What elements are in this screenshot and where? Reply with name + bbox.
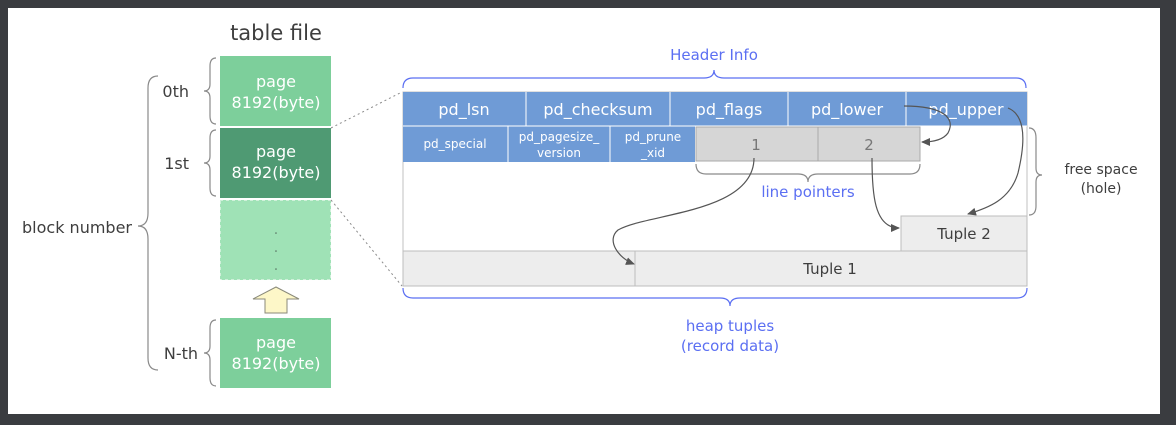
zoom-line-top xyxy=(330,91,403,129)
arrow-pd-lower-to-pointers-end xyxy=(903,105,951,146)
brace-1st xyxy=(203,129,217,197)
arrow-pointer-1-to-tuple-1 xyxy=(612,157,755,265)
field-pd-flags: pd_flags xyxy=(696,100,763,120)
page-layout-diagram: table file page 8192(byte) page 8192(byt… xyxy=(22,21,1138,388)
page-0th-size: 8192(byte) xyxy=(232,93,321,112)
page-ellipsis-block xyxy=(219,199,332,281)
page-1st-size: 8192(byte) xyxy=(232,163,321,182)
line-pointer-2 xyxy=(817,126,921,162)
arrow-pointer-2-to-tuple-2 xyxy=(871,157,900,232)
page-1st xyxy=(220,128,331,198)
tuple-1-label: Tuple 1 xyxy=(802,260,857,278)
page-1st-label: page xyxy=(256,142,296,161)
tuple-1 xyxy=(634,250,1028,287)
header-row-1 xyxy=(403,92,1027,126)
line-pointer-1-label: 1 xyxy=(751,136,761,154)
header-info-label: Header Info xyxy=(670,46,758,64)
brace-0th xyxy=(203,57,217,125)
header-row-2 xyxy=(403,126,695,162)
tuple-2-label: Tuple 2 xyxy=(936,225,991,243)
label-block-number: block number xyxy=(22,218,132,237)
up-arrow-icon xyxy=(252,286,300,314)
heap-tuples-label-2: (record data) xyxy=(681,337,779,355)
brace-line-pointers xyxy=(695,163,921,183)
field-pd-upper: pd_upper xyxy=(928,100,1004,120)
field-pd-pagesize-version-2: version xyxy=(537,146,581,160)
field-pd-checksum: pd_checksum xyxy=(543,100,652,120)
page-nth xyxy=(220,318,331,388)
tuple-2 xyxy=(900,215,1028,252)
field-pd-lsn: pd_lsn xyxy=(438,100,489,120)
field-pd-lower: pd_lower xyxy=(811,100,883,120)
field-pd-prune-xid-2: _xid xyxy=(640,146,665,160)
label-1st: 1st xyxy=(164,154,189,173)
brace-heap-tuples xyxy=(402,287,1028,307)
brace-header-info xyxy=(402,69,1027,89)
ellipsis-dot-1: . xyxy=(274,222,278,238)
ellipsis-dot-2: . xyxy=(274,240,278,256)
zoom-line-bottom xyxy=(330,199,403,287)
brace-block-number xyxy=(137,75,159,371)
arrow-pd-upper-to-tuple-2 xyxy=(967,107,1024,216)
heap-left-region xyxy=(402,250,636,287)
brace-free-space xyxy=(1028,127,1043,216)
heap-tuples-label-1: heap tuples xyxy=(686,317,775,335)
field-pd-pagesize-version-1: pd_pagesize_ xyxy=(519,130,600,144)
table-file-title: table file xyxy=(230,21,322,45)
ellipsis-dot-3: . xyxy=(274,258,278,274)
label-0th: 0th xyxy=(162,82,189,101)
brace-nth xyxy=(203,319,217,387)
line-pointer-2-label: 2 xyxy=(864,136,874,154)
free-space-label-2: (hole) xyxy=(1081,181,1122,197)
free-space-label-1: free space xyxy=(1064,162,1137,178)
field-pd-special: pd_special xyxy=(423,137,486,151)
field-pd-prune-xid-1: pd_prune xyxy=(625,130,681,144)
page-nth-size: 8192(byte) xyxy=(232,354,321,373)
page-nth-label: page xyxy=(256,333,296,352)
page-0th xyxy=(220,56,331,126)
page-0th-label: page xyxy=(256,72,296,91)
line-pointers-label: line pointers xyxy=(761,183,854,201)
label-nth: N-th xyxy=(164,344,198,363)
diagram-frame: table file page 8192(byte) page 8192(byt… xyxy=(8,8,1160,414)
line-pointer-1 xyxy=(695,126,819,162)
